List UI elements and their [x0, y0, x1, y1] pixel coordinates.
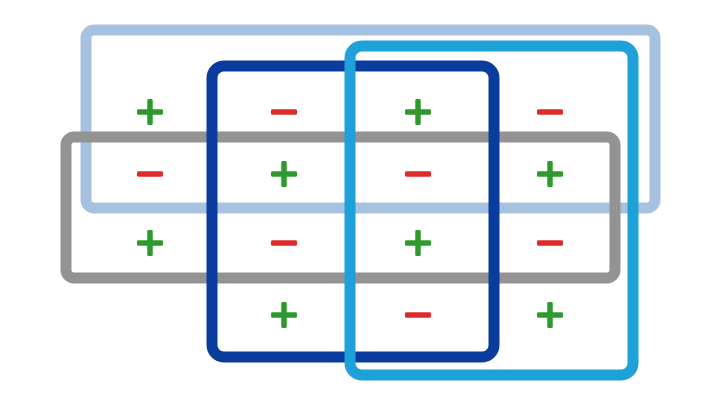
horizontal-bar	[537, 109, 563, 115]
minus-sign	[537, 109, 563, 115]
plus-sign	[537, 302, 563, 328]
plus-sign	[405, 230, 431, 256]
vertical-bar	[547, 302, 553, 328]
plus-sign	[537, 161, 563, 187]
horizontal-bar	[271, 240, 297, 246]
vertical-bar	[547, 161, 553, 187]
vertical-bar	[281, 302, 287, 328]
horizontal-bar	[405, 312, 431, 318]
minus-sign	[271, 109, 297, 115]
vertical-bar	[415, 99, 421, 125]
plus-sign	[137, 99, 163, 125]
minus-sign	[405, 312, 431, 318]
minus-sign	[405, 171, 431, 177]
minus-sign	[137, 171, 163, 177]
vertical-bar	[147, 230, 153, 256]
vertical-bar	[415, 230, 421, 256]
vertical-bar	[147, 99, 153, 125]
horizontal-bar	[405, 171, 431, 177]
plus-sign	[137, 230, 163, 256]
cyan-group-rect	[344, 40, 639, 381]
plus-sign	[271, 161, 297, 187]
light-blue-group-rect	[80, 24, 661, 214]
cell-grid	[137, 99, 563, 328]
horizontal-bar	[537, 240, 563, 246]
minus-sign	[271, 240, 297, 246]
plus-sign	[405, 99, 431, 125]
plus-sign	[271, 302, 297, 328]
minus-sign	[537, 240, 563, 246]
horizontal-bar	[137, 171, 163, 177]
horizontal-bar	[271, 109, 297, 115]
gray-group-rect	[60, 131, 621, 284]
vertical-bar	[281, 161, 287, 187]
